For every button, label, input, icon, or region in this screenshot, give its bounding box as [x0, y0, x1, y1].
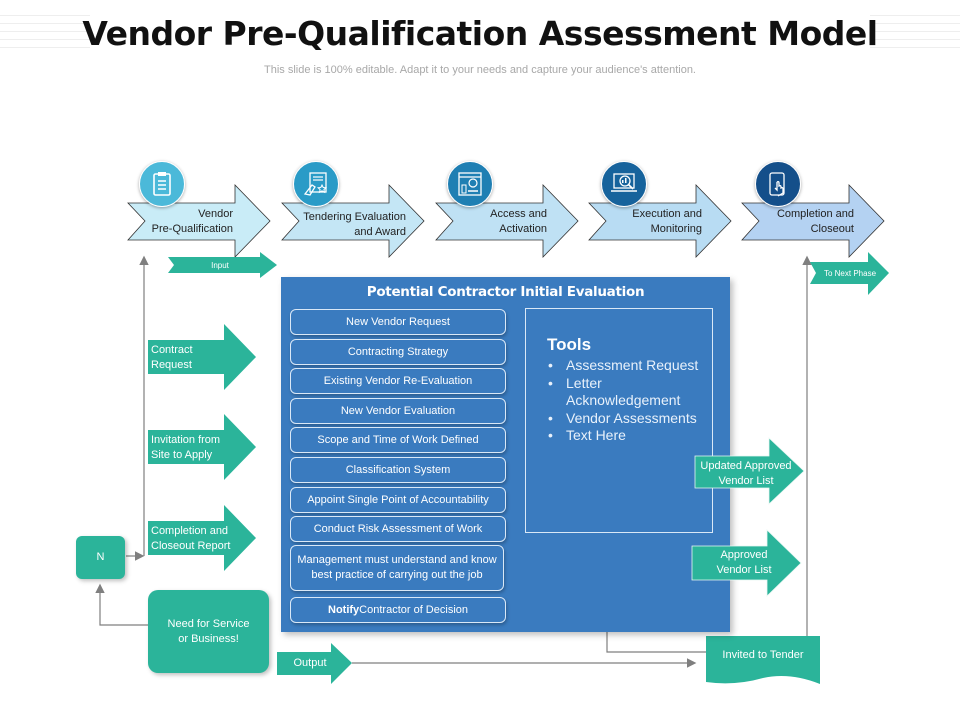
stage-icon-circle-3 — [447, 161, 493, 207]
output-arrow-label: Output — [293, 657, 327, 669]
page-title: Vendor Pre-Qualification Assessment Mode… — [82, 14, 878, 53]
left-input-arrow-3 — [148, 505, 256, 571]
left-input-label-3: Completion and Closeout Report — [151, 525, 231, 552]
step-item-4: New Vendor Evaluation — [290, 398, 506, 424]
main-panel-title: Potential Contractor Initial Evaluation — [366, 284, 645, 300]
left-input-label-1: Contract Request — [151, 344, 193, 371]
stage-icon-circle-1 — [139, 161, 185, 207]
stage-label-2: Tendering Evaluation and Award — [303, 211, 406, 238]
step-item-8: Conduct Risk Assessment of Work — [290, 516, 506, 542]
input-arrow-shape — [168, 252, 277, 278]
hand-document-star-icon — [303, 172, 328, 196]
invited-to-tender-shape — [706, 636, 820, 684]
step-item-1: New Vendor Request — [290, 309, 506, 335]
step-item-10-bold: Notify — [328, 603, 360, 616]
left-input-arrow-1 — [148, 324, 256, 390]
stage-label-5: Completion and Closeout — [776, 208, 854, 235]
web-window-icon — [458, 172, 482, 196]
tools-item: Text Here — [547, 427, 712, 445]
input-arrow-label: Input — [211, 261, 229, 270]
next-phase-arrow-label: To Next Phase — [823, 269, 877, 278]
step-item-6: Classification System — [290, 457, 506, 483]
main-evaluation-panel: Potential Contractor Initial Evaluation … — [281, 277, 730, 632]
step-item-3: Existing Vendor Re-Evaluation — [290, 368, 506, 394]
decor-lines-right — [870, 8, 960, 52]
step-item-10-text: Contractor of Decision — [359, 603, 468, 616]
clipboard-icon — [153, 172, 171, 196]
laptop-magnifier-icon — [611, 173, 637, 192]
tools-item: Assessment Request — [547, 357, 712, 375]
stage-label-4: Execution and Monitoring — [632, 208, 702, 235]
tools-panel: Tools Assessment Request Letter Acknowle… — [525, 308, 713, 533]
left-input-label-2: Invitation from Site to Apply — [151, 434, 221, 461]
page-subtitle: This slide is 100% editable. Adapt it to… — [264, 64, 696, 76]
step-item-2: Contracting Strategy — [290, 339, 506, 365]
need-to-n-connector — [95, 583, 148, 626]
stage-icon-circle-4 — [601, 161, 647, 207]
left-input-arrow-2 — [148, 414, 256, 480]
tablet-touch-icon — [769, 172, 785, 197]
need-for-service-box: Need for Service or Business! — [148, 590, 269, 673]
output-arrow-shape — [277, 643, 352, 684]
stage-icon-circle-5 — [755, 161, 801, 207]
stage-label-3: Access and Activation — [490, 208, 547, 235]
stage-label-1: Vendor Pre-Qualification — [151, 208, 233, 235]
step-item-5: Scope and Time of Work Defined — [290, 427, 506, 453]
main-to-invited-connector — [606, 632, 706, 653]
decor-lines-left — [0, 8, 90, 52]
right-output-label-1: Updated Approved Vendor List — [700, 460, 792, 487]
invited-to-tender-label: Invited to Tender — [722, 649, 804, 661]
step-item-7: Appoint Single Point of Accountability — [290, 487, 506, 513]
stage-icon-circle-2 — [293, 161, 339, 207]
tools-list: Assessment Request Letter Acknowledgemen… — [547, 357, 712, 445]
tools-item: Letter Acknowledgement — [547, 375, 712, 410]
tools-heading: Tools — [547, 335, 592, 354]
right-output-label-2: Approved Vendor List — [716, 549, 772, 576]
tools-item: Vendor Assessments — [547, 410, 712, 428]
next-phase-arrow-shape — [810, 252, 889, 295]
step-item-9: Management must understand and know best… — [290, 545, 504, 591]
n-box: N — [76, 536, 125, 579]
